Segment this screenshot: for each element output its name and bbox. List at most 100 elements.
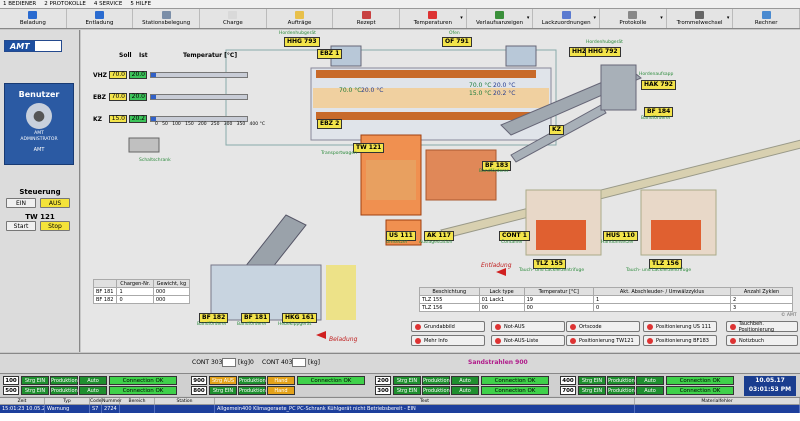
station-s1-button-2[interactable]: Strg EIN <box>21 386 49 395</box>
chevron-down-icon[interactable]: ▾ <box>460 15 463 21</box>
alarm-row[interactable]: 15:01:23 10.05.2017WarnungS72724Allgemei… <box>0 405 800 413</box>
menu-service[interactable]: 4 SERVICE <box>93 1 123 7</box>
function-button-notizbuch[interactable]: Notizbuch <box>726 335 798 346</box>
cont403-weight <box>292 358 306 367</box>
stop-button[interactable]: Stop <box>40 221 70 231</box>
temp-soll-field[interactable]: 70.0 <box>109 71 127 79</box>
hak792-label[interactable]: HAK 792 <box>641 80 676 90</box>
tlz155-label[interactable]: TLZ 155 <box>533 259 566 269</box>
function-button-grundabbild[interactable]: Grundabbild <box>411 321 485 332</box>
station-p-button[interactable]: Produktion <box>607 376 635 385</box>
bandforderer-181-caption: Bandförderer <box>237 322 267 327</box>
start-button[interactable]: Start <box>6 221 36 231</box>
menu-protokolle[interactable]: 2 PROTOKOLLE <box>44 1 86 7</box>
menu-hilfe[interactable]: 5 HILFE <box>130 1 152 7</box>
toolbar-button-auftrge[interactable]: Aufträge <box>267 9 334 28</box>
toolbar-button-rechner[interactable]: Rechner <box>733 9 800 28</box>
station-s1-button[interactable]: Strg EIN <box>393 376 421 385</box>
toolbar-button-lackzuordnungen[interactable]: Lackzuordnungen▾ <box>533 9 601 28</box>
toolbar-button-entladung[interactable]: Entladung <box>67 9 134 28</box>
umsetzer-caption: Umsetzer <box>386 240 408 245</box>
function-button-positionierungbf183[interactable]: Positionierung BF183 <box>643 335 717 346</box>
tw121-label[interactable]: TW 121 <box>353 143 385 153</box>
user-helmet-icon: ● <box>26 103 52 129</box>
hus110-label[interactable]: HUS 110 <box>603 231 638 241</box>
bf184-label[interactable]: BF 184 <box>644 107 674 117</box>
hhg793-label[interactable]: HHG 793 <box>284 37 320 47</box>
station-a-button-2[interactable]: Auto <box>636 386 664 395</box>
bf183-label[interactable]: BF 183 <box>482 161 512 171</box>
menu-bediener[interactable]: 1 BEDIENER <box>3 1 37 7</box>
us111-label[interactable]: US 111 <box>386 231 416 241</box>
function-button-tauchbehpositionierung[interactable]: Tauchbeh. Positionierung <box>726 321 798 333</box>
chevron-down-icon[interactable]: ▾ <box>660 15 663 21</box>
station-p-button-2[interactable]: Produktion <box>238 386 266 395</box>
temp-scale-tick: 250 <box>210 122 220 127</box>
station-a-button[interactable]: Hand <box>267 376 295 385</box>
tlz156-label[interactable]: TLZ 156 <box>649 259 682 269</box>
hhg792-label[interactable]: HHG 792 <box>585 47 621 57</box>
station-s1-button[interactable]: Strg AUS <box>209 376 237 385</box>
kz-label[interactable]: KZ <box>549 125 564 135</box>
ak117-label[interactable]: AK 117 <box>424 231 454 241</box>
toolbar-button-trommelwechsel[interactable]: Trommelwechsel▾ <box>667 9 734 28</box>
of791-label[interactable]: OF 791 <box>442 37 472 47</box>
charge-cell: BF 182 <box>92 295 118 304</box>
station-p-button-2[interactable]: Produktion <box>422 386 450 395</box>
station-s1-button[interactable]: Strg EIN <box>21 376 49 385</box>
station-a-button[interactable]: Auto <box>636 376 664 385</box>
chevron-down-icon[interactable]: ▾ <box>593 15 597 21</box>
station-a-button[interactable]: Auto <box>79 376 107 385</box>
ebz1-label[interactable]: EBZ 1 <box>317 49 343 59</box>
function-button-positionierungus111[interactable]: Positionierung US 111 <box>643 321 717 332</box>
temp-soll-field[interactable]: 70.0 <box>109 93 127 101</box>
function-button-mehrinfo[interactable]: Mehr Info <box>411 335 485 346</box>
temp-soll-field[interactable]: 15.0 <box>109 115 127 123</box>
station-p-button[interactable]: Produktion <box>50 376 78 385</box>
ein-button[interactable]: EIN <box>6 198 36 208</box>
function-button-label: Grundabbild <box>424 323 455 330</box>
station-s1-button[interactable]: Strg EIN <box>578 376 606 385</box>
bf182-label[interactable]: BF 182 <box>199 313 229 323</box>
chevron-down-icon[interactable]: ▾ <box>526 15 530 21</box>
bf181-label[interactable]: BF 181 <box>241 313 271 323</box>
function-button-notausliste[interactable]: Not-AUS-Liste <box>491 335 565 346</box>
alarm-cell: 15:01:23 10.05.2017 <box>2 405 45 413</box>
station-a-button-2[interactable]: Auto <box>79 386 107 395</box>
station-s1-button-2[interactable]: Strg EIN <box>209 386 237 395</box>
ebz2-label[interactable]: EBZ 2 <box>317 119 343 129</box>
toolbar-button-verlaufsanzeigen[interactable]: Verlaufsanzeigen▾ <box>467 9 534 28</box>
station-p-button-2[interactable]: Produktion <box>607 386 635 395</box>
function-button-positionierungtw121[interactable]: Positionierung TW121 <box>566 335 640 346</box>
station-p-button[interactable]: Produktion <box>238 376 266 385</box>
alarm-col-header: Station <box>155 398 215 404</box>
coating-cell: 19 <box>523 295 594 304</box>
toolbar-button-rezept[interactable]: Rezept <box>333 9 401 28</box>
toolbar-button-stationsbelegung[interactable]: Stationsbelegung <box>133 9 201 28</box>
aus-button[interactable]: AUS <box>40 198 70 208</box>
toolbar-button-temperaturen[interactable]: Temperaturen▾ <box>400 9 467 28</box>
chevron-down-icon[interactable]: ▾ <box>726 15 730 21</box>
toolbar-button-charge[interactable]: Charge <box>200 9 267 28</box>
station-s1-button-2[interactable]: Strg EIN <box>578 386 606 395</box>
toolbar-button-beladung[interactable]: Beladung <box>0 9 67 28</box>
toolbar-button-protokolle[interactable]: Protokolle▾ <box>600 9 667 28</box>
station-a-button-2[interactable]: Auto <box>451 386 479 395</box>
station-p-button[interactable]: Produktion <box>422 376 450 385</box>
cont1-label[interactable]: CONT 1 <box>499 231 530 241</box>
chart-icon <box>495 11 505 19</box>
station-p-button-2[interactable]: Produktion <box>50 386 78 395</box>
station-a-button[interactable]: Auto <box>451 376 479 385</box>
temp-scale-tick: 350 <box>236 122 246 127</box>
oven-temp-1: 70.0 °C <box>339 87 362 94</box>
station-a-button-2[interactable]: Hand <box>267 386 295 395</box>
button-icon <box>415 337 421 344</box>
function-button-ortscode[interactable]: Ortscode <box>566 321 640 332</box>
hkg161-label[interactable]: HKG 161 <box>282 313 318 323</box>
coating-cell: 00 <box>523 303 594 312</box>
function-button-notaus[interactable]: Not-AUS <box>491 321 565 332</box>
cont303-count: 0 <box>250 359 254 366</box>
station-s1-button-2[interactable]: Strg EIN <box>393 386 421 395</box>
